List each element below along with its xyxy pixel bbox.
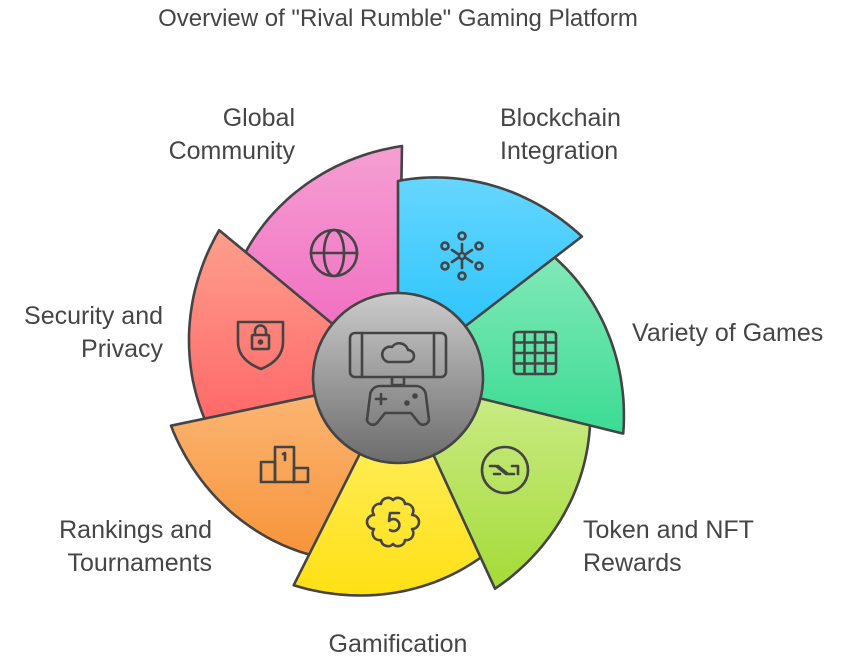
shield-lock-icon: [236, 320, 285, 371]
label-security-2: Privacy: [81, 335, 163, 363]
label-blockchain-2: Integration: [500, 137, 618, 165]
label-global-2: Community: [169, 137, 296, 165]
wedge-gamification: [292, 376, 485, 597]
token-icon: [480, 445, 530, 495]
podium-icon: [259, 445, 310, 484]
diagram-title: Overview of "Rival Rumble" Gaming Platfo…: [158, 5, 638, 32]
label-gamification: Gamification: [329, 630, 468, 658]
label-blockchain-1: Blockchain: [500, 104, 621, 132]
label-token-2: Rewards: [583, 549, 682, 577]
label-security-1: Security and: [24, 302, 163, 330]
blockchain-network-icon: [440, 231, 484, 281]
badge-five-icon: [365, 496, 421, 548]
label-global-1: Global: [223, 104, 295, 132]
label-token-1: Token and NFT: [583, 516, 754, 544]
label-rankings-2: Tournaments: [67, 549, 212, 577]
grid-icon: [512, 330, 558, 376]
label-rankings-1: Rankings and: [59, 516, 212, 544]
cloud-gaming-controller-icon: [348, 331, 448, 426]
label-variety: Variety of Games: [632, 319, 823, 347]
globe-icon: [309, 228, 359, 278]
